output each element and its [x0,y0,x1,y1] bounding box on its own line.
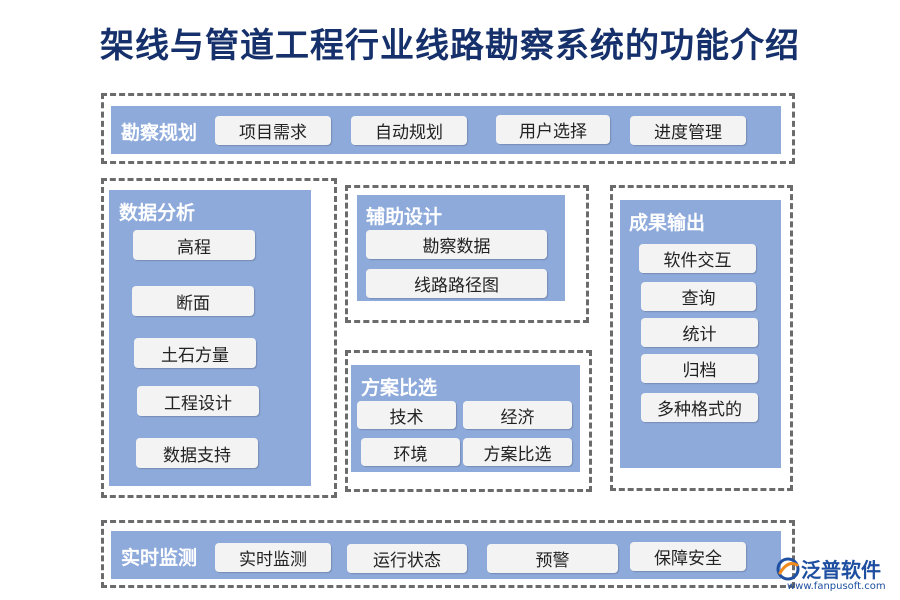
survey-planning-frame [101,93,795,164]
page-title: 架线与管道工程行业线路勘察系统的功能介绍 [100,26,800,66]
output-item: 软件交互 [639,244,756,273]
data-analysis-item: 数据支持 [136,438,258,468]
scheme-compare-item: 经济 [463,401,572,429]
survey-planning-item: 自动规划 [351,116,467,145]
scheme-compare-frame [345,350,592,492]
data-analysis-item: 土石方量 [134,338,256,368]
survey-planning-title: 勘察规划 [121,122,198,144]
output-item: 统计 [641,318,758,347]
output-item: 多种格式的 [641,393,758,422]
survey-planning-item: 进度管理 [630,116,746,145]
aux-design-title: 辅助设计 [366,206,443,228]
monitoring-frame [101,520,795,588]
aux-design-item: 线路路径图 [366,269,547,298]
monitoring-item: 运行状态 [347,544,467,573]
aux-design-item: 勘察数据 [366,230,547,259]
data-analysis-item: 工程设计 [137,386,259,416]
data-analysis-item: 断面 [132,286,254,316]
scheme-compare-item: 环境 [361,438,460,466]
survey-planning-item: 用户选择 [496,115,610,144]
aux-design-frame [345,185,589,323]
logo-name: 泛普软件 [801,558,881,582]
fanpu-logo-icon [776,557,800,581]
data-analysis-title: 数据分析 [119,202,196,224]
output-title: 成果输出 [629,212,706,234]
scheme-compare-item: 方案比选 [463,438,572,466]
output-item: 归档 [641,354,758,383]
logo-url: www.fanpusoft.com [787,581,886,592]
output-item: 查询 [641,282,756,311]
monitoring-item: 预警 [487,544,618,573]
monitoring-item: 实时监测 [215,543,331,572]
scheme-compare-item: 技术 [357,401,456,429]
data-analysis-frame [101,178,337,498]
survey-planning-item: 项目需求 [215,116,331,145]
scheme-compare-title: 方案比选 [361,377,438,399]
output-frame [610,185,793,491]
fanpu-logo: 泛普软件 www.fanpusoft.com [775,554,895,596]
data-analysis-item: 高程 [133,230,255,260]
monitoring-title: 实时监测 [121,547,198,569]
monitoring-item: 保障安全 [630,542,746,571]
